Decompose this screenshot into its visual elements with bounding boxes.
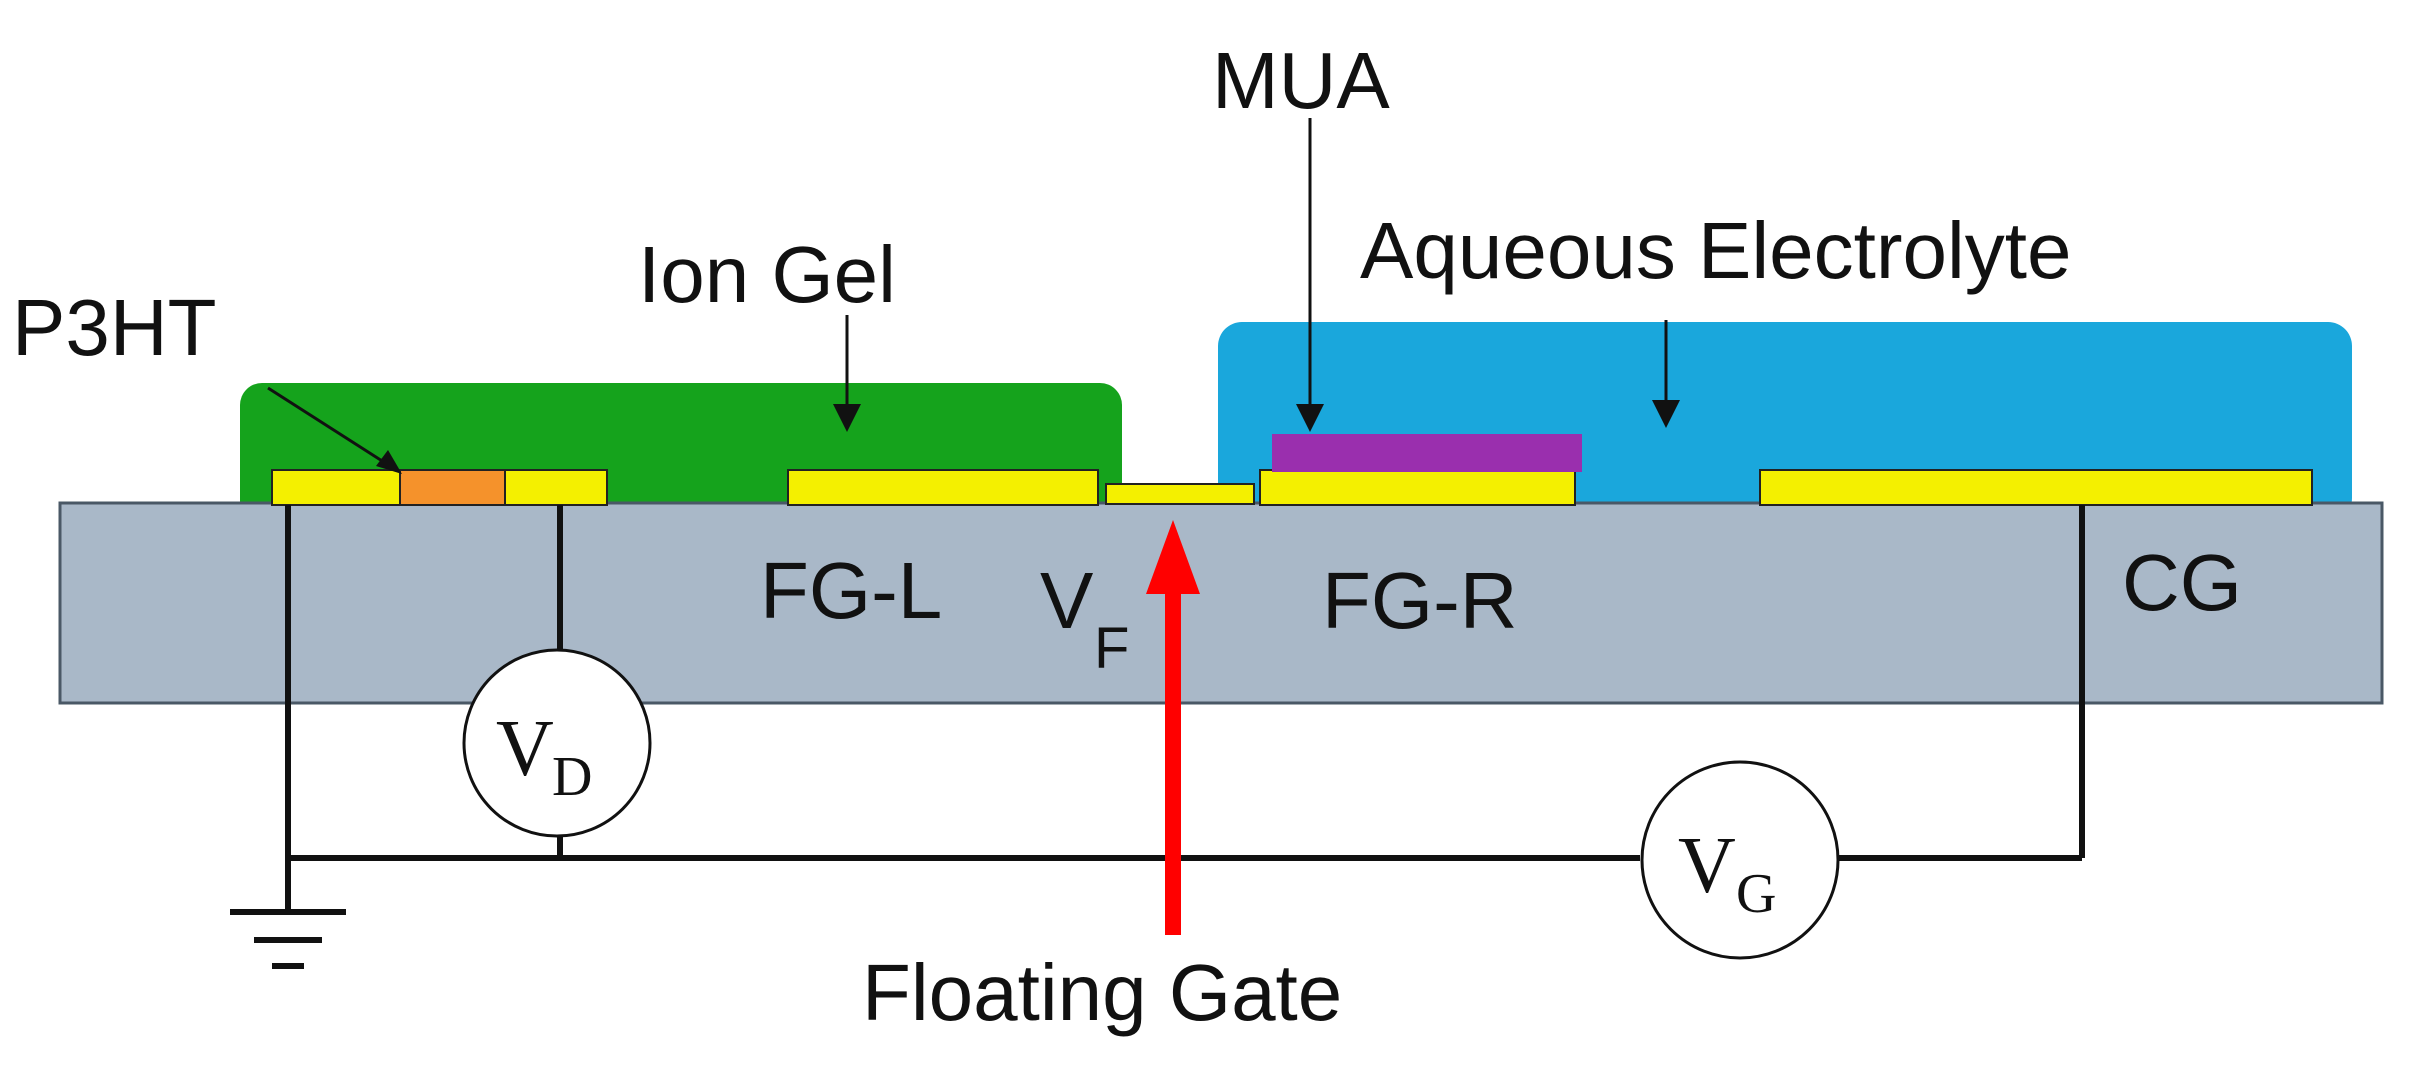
substrate	[58, 501, 2384, 705]
p3ht-channel	[399, 469, 506, 506]
ion-gel-pointer	[833, 315, 861, 432]
ion-gel-label: Ion Gel	[638, 230, 896, 319]
mua-layer	[1272, 434, 1582, 472]
control-gate-electrode	[1759, 469, 2313, 506]
vf-label-sub: F	[1094, 616, 1129, 681]
mua-label: MUA	[1212, 36, 1390, 125]
vg-label-sub: G	[1736, 863, 1776, 925]
p3ht-pointer	[267, 386, 402, 474]
p3ht-label: P3HT	[12, 283, 217, 372]
vd-label-sub: D	[552, 746, 592, 808]
vd-label-main: V	[496, 705, 554, 793]
fg-r-label: FG-R	[1322, 556, 1518, 645]
fg-l-label: FG-L	[760, 546, 942, 635]
cg-label: CG	[2122, 538, 2242, 627]
vg-meter	[1640, 760, 1840, 960]
fg-right-electrode	[1259, 469, 1576, 506]
fg-left-electrode	[787, 469, 1099, 506]
ground-icon	[230, 909, 346, 969]
vg-label-main: V	[1678, 822, 1736, 910]
floating-gate-arrow	[1146, 520, 1200, 935]
electrolyte-pointer	[1652, 320, 1680, 428]
source-electrode	[271, 469, 403, 506]
aqueous-electrolyte-label: Aqueous Electrolyte	[1360, 206, 2072, 295]
vd-meter	[462, 648, 652, 838]
vf-label-main: V	[1040, 556, 1094, 645]
floating-gate-bridge	[1105, 483, 1255, 505]
drain-electrode	[504, 469, 608, 506]
mua-pointer	[1296, 118, 1324, 432]
floating-gate-label: Floating Gate	[862, 948, 1342, 1037]
